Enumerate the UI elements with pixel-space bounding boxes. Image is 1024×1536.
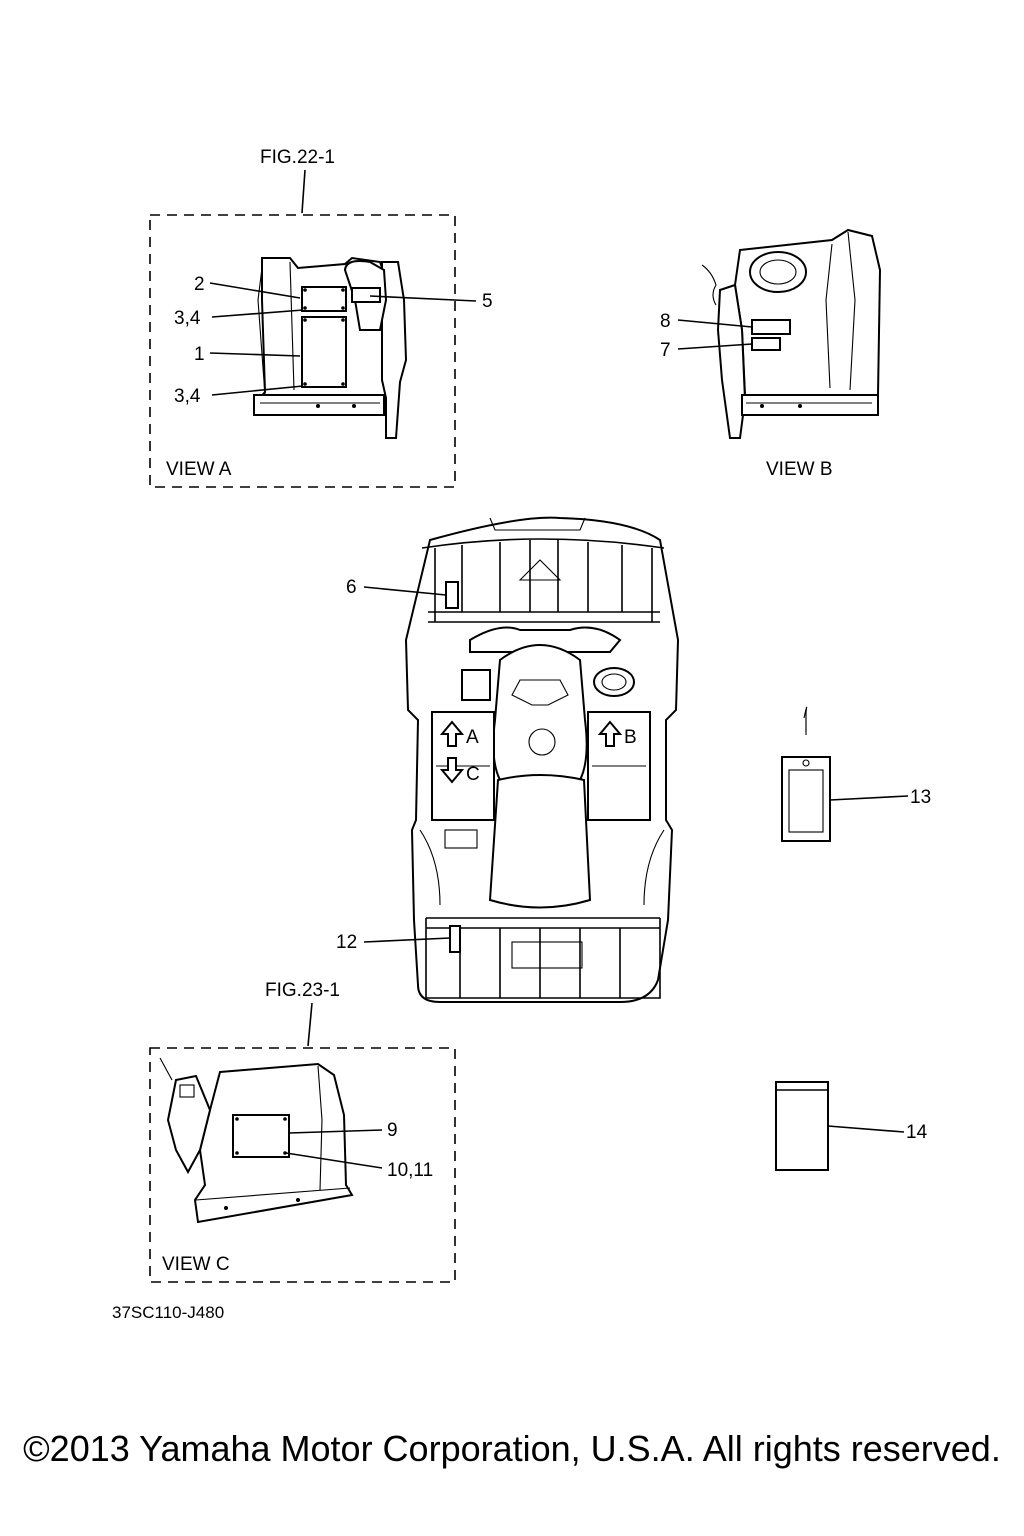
fig-22-1-label: FIG.22-1 bbox=[260, 147, 335, 168]
atv-top-view: A B C 6 12 bbox=[336, 516, 680, 1003]
view-c-group: FIG.23-1 9 10,11 VIEW C bbox=[149, 980, 456, 1283]
view-b-group: 8 7 VIEW B bbox=[660, 228, 882, 480]
part-14-booklet: 14 bbox=[775, 1081, 928, 1171]
view-c-frame bbox=[149, 1047, 456, 1283]
callout-7: 7 bbox=[660, 340, 671, 361]
arrow-up-a-icon bbox=[439, 720, 465, 747]
view-a-label: VIEW A bbox=[166, 459, 232, 480]
label-1-plate bbox=[301, 316, 347, 388]
callout-3-4-upper: 3,4 bbox=[174, 308, 201, 329]
part-13-tag: 13 bbox=[781, 706, 931, 842]
arrow-b-label: B bbox=[624, 727, 637, 748]
label-8-plate bbox=[751, 319, 791, 335]
callout-8: 8 bbox=[660, 311, 671, 332]
callout-10-11: 10,11 bbox=[387, 1160, 433, 1181]
view-b-label: VIEW B bbox=[766, 459, 833, 480]
callout-5: 5 bbox=[482, 291, 493, 312]
callout-3-4-lower: 3,4 bbox=[174, 386, 201, 407]
fig-22-1-leader bbox=[301, 169, 306, 214]
arrow-a-label: A bbox=[466, 727, 479, 748]
label-9-plate bbox=[232, 1114, 290, 1158]
atv-seat bbox=[488, 774, 592, 909]
label-12-plate bbox=[449, 925, 461, 953]
drawing-code: 37SC110-J480 bbox=[112, 1303, 224, 1322]
arrow-down-c-icon bbox=[439, 757, 465, 784]
callout-2: 2 bbox=[194, 274, 205, 295]
callout-9: 9 bbox=[387, 1120, 398, 1141]
view-b-fender bbox=[733, 228, 882, 396]
view-a-group: FIG.22-1 2 3,4 1 3,4 5 VIEW A bbox=[149, 147, 493, 488]
label-2-plate bbox=[301, 286, 347, 312]
callout-13: 13 bbox=[910, 787, 931, 808]
arrow-c-label: C bbox=[466, 764, 480, 785]
callout-12: 12 bbox=[336, 932, 357, 953]
callout-6: 6 bbox=[346, 577, 357, 598]
fig-23-1-label: FIG.23-1 bbox=[265, 980, 340, 1001]
atv-fuel-tank bbox=[492, 644, 588, 781]
arrow-up-b-icon bbox=[597, 720, 623, 747]
callout-1: 1 bbox=[194, 344, 205, 365]
label-7-plate bbox=[751, 337, 781, 351]
callout-14: 14 bbox=[906, 1122, 928, 1143]
view-c-label: VIEW C bbox=[162, 1254, 230, 1275]
view-b-bottom-strip bbox=[741, 394, 879, 416]
fig-23-1-leader bbox=[307, 1002, 313, 1047]
copyright-notice: ©2013 Yamaha Motor Corporation, U.S.A. A… bbox=[23, 1428, 1001, 1469]
label-6-plate bbox=[445, 581, 459, 609]
